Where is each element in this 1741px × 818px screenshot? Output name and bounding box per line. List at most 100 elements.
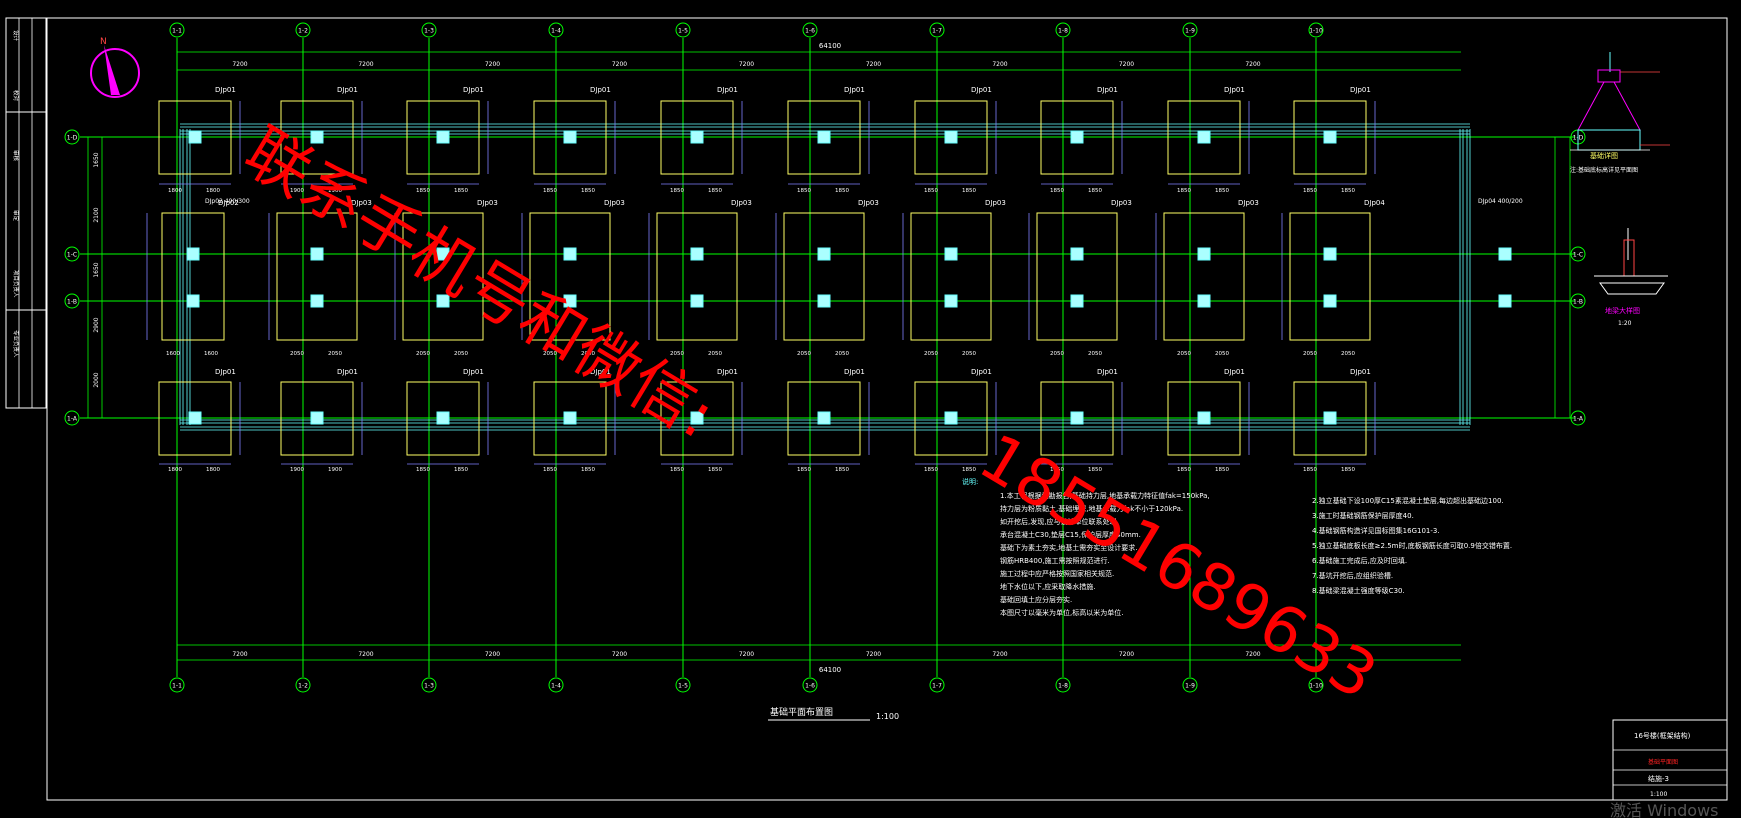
footing-bot [1293, 381, 1367, 456]
column-mark [436, 247, 450, 261]
footing-dim: 2050 [835, 351, 849, 357]
column-mark [944, 130, 958, 144]
side-dim: 1650 [93, 262, 100, 277]
axis-label: 1-8 [1058, 28, 1068, 35]
axis-label: 1-8 [1058, 683, 1068, 690]
footing-tag: DJp03 [1111, 199, 1132, 207]
footing-dim: 2050 [328, 351, 342, 357]
column-mark [1070, 411, 1084, 425]
footing-tag: DJp01 [1097, 368, 1118, 376]
note-left-line: 基础下为素土夯实,地基土需夯实至设计要求. [1000, 543, 1137, 552]
footing-dim: 1850 [670, 188, 684, 194]
note-left-line: 1.本工程根据地勘报告,基础持力层,地基承载力特征值fak=150kPa, [1000, 491, 1210, 500]
title-block-scale: 1:100 [1650, 791, 1667, 798]
footing-top [914, 100, 988, 175]
bay-dim: 7200 [485, 61, 500, 68]
ground-beam-detail: 地梁大样图 1:20 [1594, 228, 1668, 327]
note-left-line: 地下水位以下,应采取降水措施. [1000, 582, 1095, 591]
column-mark [1197, 247, 1211, 261]
footing-tag: DJp04 [1364, 199, 1385, 207]
axis-bubble [1055, 22, 1071, 38]
footing-dim: 2050 [581, 351, 595, 357]
column-mark [563, 247, 577, 261]
note-right-line: 8.基础梁混凝土强度等级C30. [1312, 586, 1405, 595]
footing-dim: 1850 [835, 467, 849, 473]
footing-dim: 2050 [543, 351, 557, 357]
footing-mid [402, 212, 484, 341]
axis-bubble [1570, 246, 1586, 262]
axis-bubble [421, 22, 437, 38]
column-mark [1070, 130, 1084, 144]
footing-tag: DJp01 [717, 368, 738, 376]
strip-label: 审核 [12, 150, 20, 162]
footing-dim: 1800 [168, 467, 182, 473]
footing-section-detail: 基础详图 注:基础底标高详见平面图 [1570, 52, 1670, 174]
axis-bubble [64, 293, 80, 309]
column-mark [188, 411, 202, 425]
axis-label: 1-A [1573, 416, 1584, 423]
footing-top [158, 100, 232, 175]
axis-bubble [548, 22, 564, 38]
footing-dim: 1850 [924, 467, 938, 473]
axis-label: 1-4 [551, 683, 561, 690]
activate-windows-text: 激活 Windows [1610, 801, 1719, 818]
footing-dim: 1600 [166, 351, 180, 357]
axis-label: 1-C [1573, 252, 1583, 259]
footing-top [406, 100, 480, 175]
footing-dim: 1850 [581, 467, 595, 473]
footing-dim: 1850 [962, 467, 976, 473]
footing-tag: DJp01 [590, 86, 611, 94]
axis-label: 1-10 [1309, 683, 1323, 690]
axis-label: 1-B [67, 299, 77, 306]
footing-tag: DJp01 [1350, 368, 1371, 376]
column-mark [310, 247, 324, 261]
note-left-line: 如开挖后,发现,应与设计单位联系处理. [1000, 517, 1119, 526]
footing-top [280, 100, 354, 175]
footing-tag: DJp01 [844, 368, 865, 376]
footing-tag: DJp03 [351, 199, 372, 207]
footing-top [1167, 100, 1241, 175]
axis-bubble [1308, 677, 1324, 693]
axis-label: 1-B [1573, 299, 1583, 306]
footing-dim: 2050 [416, 351, 430, 357]
footing-mid [1289, 212, 1371, 341]
footing-mid [529, 212, 611, 341]
footing-tag: DJp03 [858, 199, 879, 207]
bay-dim: 7200 [232, 651, 247, 658]
footing-dim: 1850 [454, 188, 468, 194]
footing-mid [656, 212, 738, 341]
axis-label: 1-2 [298, 28, 308, 35]
footing-dim: 2050 [1303, 351, 1317, 357]
footing-bot [660, 381, 734, 456]
axis-bubble [64, 246, 80, 262]
footing-tag: DJp01 [1350, 86, 1371, 94]
general-notes: 说明: 1.本工程根据地勘报告,基础持力层,地基承载力特征值fak=150kPa… [962, 477, 1512, 617]
axis-grid: 1-11-11-21-21-31-31-41-41-51-51-61-61-71… [64, 22, 1586, 693]
note-right-line: 7.基坑开挖后,应组织验槽. [1312, 571, 1393, 580]
bay-dim: 7200 [992, 651, 1007, 658]
bay-dim: 7200 [739, 651, 754, 658]
footing-tag: DJp03 [731, 199, 752, 207]
axis-label: 1-D [67, 135, 78, 142]
footing-dim: 2050 [708, 351, 722, 357]
column-mark [1323, 411, 1337, 425]
column-mark [944, 247, 958, 261]
footing-top [1293, 100, 1367, 175]
axis-bubble [421, 677, 437, 693]
axis-bubble [1055, 677, 1071, 693]
column-mark [563, 130, 577, 144]
footing-dim: 1850 [924, 188, 938, 194]
detail2-title: 地梁大样图 [1605, 306, 1640, 315]
footing-tag: DJp01 [1224, 368, 1245, 376]
note-left-line: 钢筋HRB400,施工需按照规范进行. [1000, 556, 1110, 565]
axis-label: 1-7 [932, 683, 942, 690]
axis-label: 1-5 [678, 28, 688, 35]
footing-mid [161, 212, 225, 341]
title-block-drawing-no: 结施-3 [1648, 774, 1669, 783]
column-mark [563, 411, 577, 425]
axis-bubble [929, 22, 945, 38]
bay-dim: 7200 [358, 651, 373, 658]
drawing-scale: 1:100 [876, 712, 899, 721]
